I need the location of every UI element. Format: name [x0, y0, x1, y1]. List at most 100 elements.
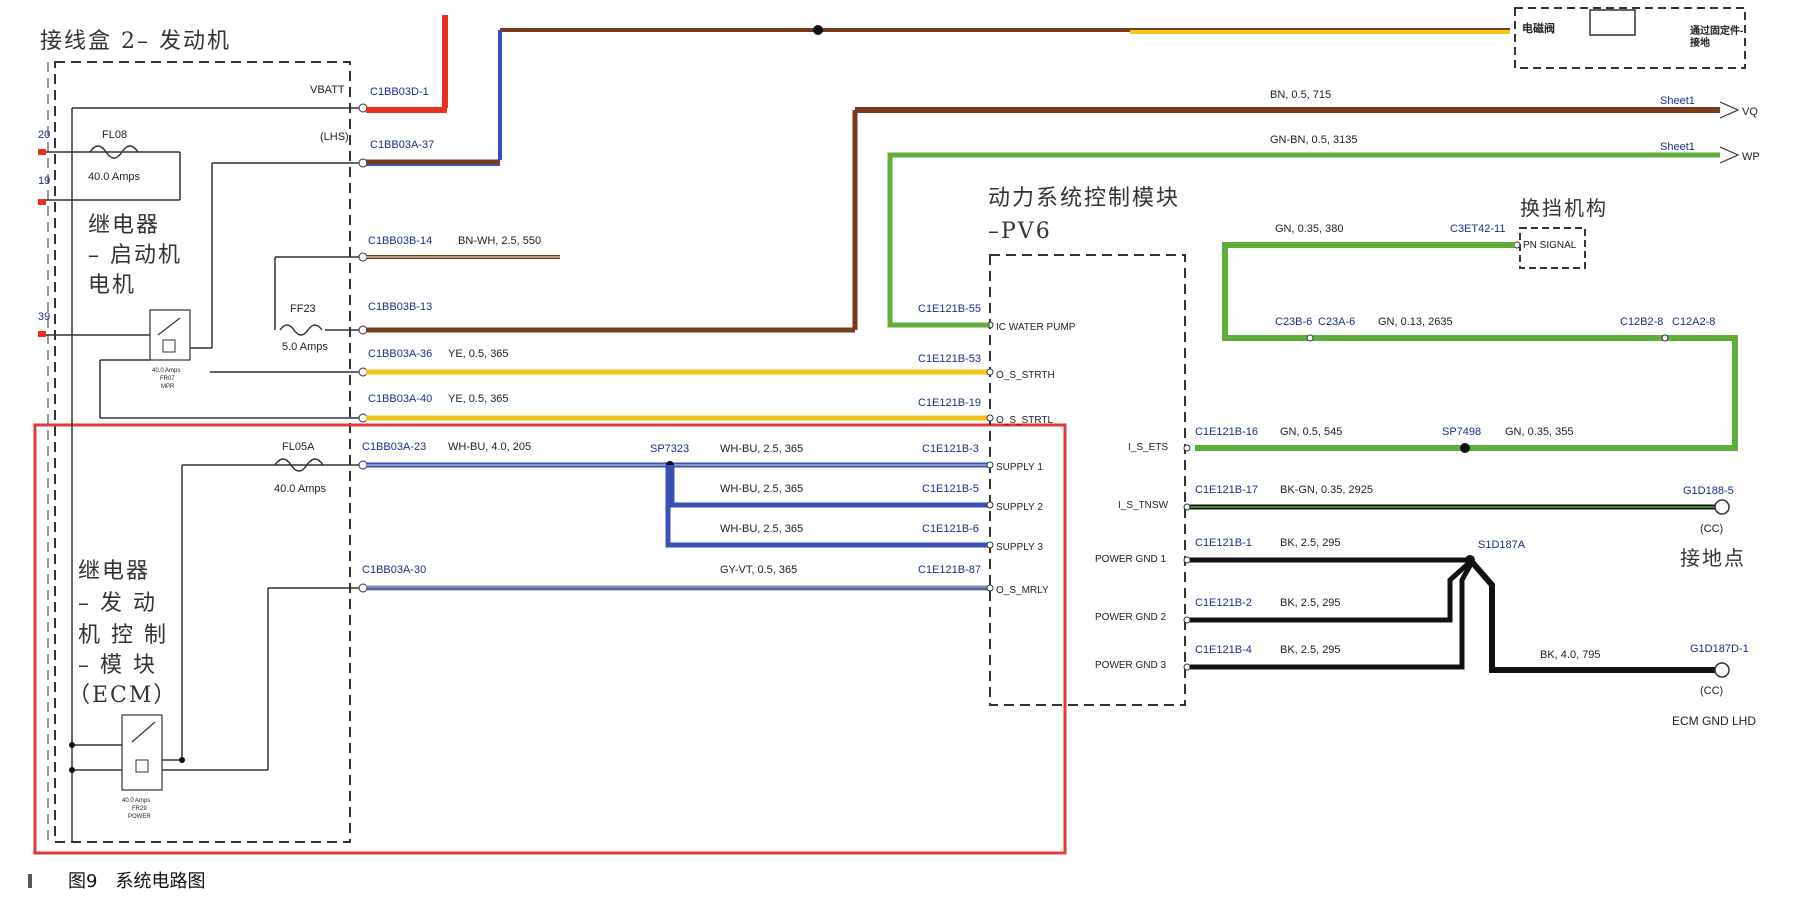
- relay-ecm-l1: 继电器: [78, 559, 150, 584]
- shifter-title: 换挡机构: [1520, 196, 1608, 220]
- pcm-k4-terminal: [1183, 663, 1191, 671]
- s1d187a-label: S1D187A: [1478, 539, 1526, 551]
- relay-fr29-l3: POWER: [128, 814, 151, 820]
- pcm-k1-terminal: [1183, 556, 1191, 564]
- pcm-connector-k6: C1E121B-6: [922, 523, 979, 535]
- pcm-pin-pg1: POWER GND 1: [1095, 554, 1167, 565]
- fl08-label: FL08: [102, 129, 127, 141]
- pcm-connector-k55: C1E121B-55: [918, 303, 981, 315]
- top-splice-dot: [813, 25, 823, 35]
- pcm-connector-k16: C1E121B-16: [1195, 426, 1258, 438]
- main-gnd-wire: [1469, 560, 1715, 673]
- wire-s2-label: WH-BU, 2.5, 365: [720, 483, 803, 495]
- pcm-k3-terminal: [986, 461, 994, 469]
- wire-mid-label: GN, 0.13, 2635: [1378, 316, 1453, 328]
- pcm-pin-pg2: POWER GND 2: [1095, 612, 1167, 623]
- wire-g2-label: BK, 2.5, 295: [1280, 597, 1341, 609]
- junction-box-outline: [54, 61, 351, 843]
- connector-c6-terminal: [358, 413, 368, 423]
- vbatt-label: VBATT: [310, 84, 345, 96]
- pcm-k5-terminal: [986, 501, 994, 509]
- ground-2: [1714, 662, 1730, 678]
- sp7323-label: SP7323: [650, 443, 689, 455]
- pn-wire: [1195, 242, 1738, 451]
- connector-c3-terminal: [358, 252, 368, 262]
- relay-fr29-l2: FR29: [132, 806, 147, 812]
- wire-w5-label: YE, 0.5, 365: [448, 348, 509, 360]
- c23a-label: C23A-6: [1318, 316, 1355, 328]
- fl05a-amps: 40.0 Amps: [274, 483, 326, 495]
- ff23-fuse-symbol: [279, 324, 323, 336]
- connector-c5: C1BB03A-36: [368, 348, 432, 360]
- pin-19: 19: [38, 175, 50, 187]
- relay-fr07-switch: [157, 317, 181, 336]
- relay-fr29-coil: [135, 759, 149, 773]
- pcm-connector-k53: C1E121B-53: [918, 353, 981, 365]
- solenoid-note-2: 接地: [1690, 36, 1710, 49]
- shifter-pin: PN SIGNAL: [1523, 240, 1577, 251]
- pg3-wire: [1190, 560, 1475, 670]
- relay-ecm-l5: （ECM）: [68, 683, 177, 708]
- ff23-amps: 5.0 Amps: [282, 341, 328, 353]
- relay-fr29-dot-b: [69, 767, 75, 773]
- relay-fr29-l1: 40.0 Amps: [122, 798, 150, 804]
- pcm-connector-k19: C1E121B-19: [918, 397, 981, 409]
- wire-w8-label: GY-VT, 0.5, 365: [720, 564, 797, 576]
- solenoid-box: [1514, 7, 1746, 69]
- pcm-box: [989, 254, 1186, 706]
- connector-c4-terminal: [358, 325, 368, 335]
- connector-c7: C1BB03A-23: [362, 441, 426, 453]
- sp7498-label: SP7498: [1442, 426, 1481, 438]
- pcm-k16-terminal: [1183, 444, 1191, 452]
- relay-fr07-coil: [162, 339, 176, 353]
- wire-w6-label: YE, 0.5, 365: [448, 393, 509, 405]
- wp-wire: [887, 152, 1720, 328]
- connector-c8: C1BB03A-30: [362, 564, 426, 576]
- c12a-label: C12A2-8: [1672, 316, 1715, 328]
- pcm-pin-water: IC WATER PUMP: [996, 322, 1076, 333]
- supply2-wire: [669, 465, 990, 508]
- figure-caption: 图9 系统电路图: [68, 871, 205, 892]
- pcm-k17-terminal: [1183, 503, 1191, 511]
- fl05a-label: FL05A: [282, 441, 315, 453]
- cc2-label: (CC): [1700, 685, 1723, 697]
- pcm-k6-terminal: [986, 541, 994, 549]
- junction-box-title: 接线盒 2– 发动机: [40, 29, 231, 54]
- ecm-highlight-box: [33, 423, 1067, 855]
- pcm-k19-terminal: [986, 414, 994, 422]
- pg2-wire: [1190, 560, 1472, 623]
- wire-vq-label: BN, 0.5, 715: [1270, 89, 1331, 101]
- sheet1-b: Sheet1: [1660, 141, 1695, 153]
- pcm-connector-k4: C1E121B-4: [1195, 644, 1252, 656]
- wp-label: WP: [1742, 151, 1760, 163]
- wire-g1-label: BK, 2.5, 295: [1280, 537, 1341, 549]
- supply3-wire: [665, 465, 990, 548]
- pin-20: 20: [38, 129, 50, 141]
- relay-starter-l1: 继电器: [88, 213, 160, 238]
- fl05a-fuse-symbol: [274, 458, 324, 472]
- relay-ecm-l3: 机 控 制: [78, 623, 168, 648]
- connector-c6: C1BB03A-40: [368, 393, 432, 405]
- solenoid-note-1: 通过固定件-: [1690, 24, 1743, 37]
- pin-19-marker: [38, 199, 46, 205]
- pcm-connector-k2: C1E121B-2: [1195, 597, 1252, 609]
- relay-ecm-l4: – 模 块: [78, 653, 157, 678]
- ground-1: [1714, 499, 1730, 515]
- ground-title: 接地点: [1680, 546, 1746, 570]
- pin-20-marker: [38, 149, 46, 155]
- pcm-pin-sup2: SUPPLY 2: [996, 502, 1043, 513]
- vq-arrow: [1719, 101, 1740, 119]
- fl08-amps: 40.0 Amps: [88, 171, 140, 183]
- wire-ets1-label: GN, 0.5, 545: [1280, 426, 1342, 438]
- wire-g4-label: BK, 4.0, 795: [1540, 649, 1601, 661]
- c23-terminal: [1306, 334, 1314, 342]
- pin-39-marker: [38, 331, 46, 337]
- pcm-title-1: 动力系统控制模块: [988, 186, 1180, 211]
- pcm-pin-pg3: POWER GND 3: [1095, 660, 1167, 671]
- caption-marker: [28, 874, 32, 888]
- connector-c8-terminal: [358, 583, 368, 593]
- wp-arrow: [1719, 146, 1740, 164]
- solenoid-symbol: [1589, 9, 1636, 36]
- relay-fr07-l3: MPR: [161, 384, 175, 390]
